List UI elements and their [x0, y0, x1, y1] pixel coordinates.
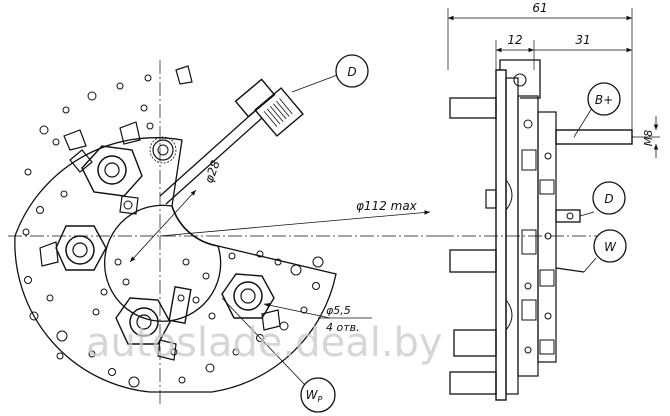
dim-offset-right: 31 [575, 33, 590, 47]
callout-d-front-label: D [347, 65, 356, 79]
dim-thread: M8 [642, 130, 655, 147]
front-view [8, 60, 440, 405]
diode-mount-1 [69, 121, 143, 215]
plate-holes [22, 74, 324, 388]
plate-outline [14, 137, 337, 393]
callout-w-side-label: W [604, 240, 617, 254]
callout-d-side [592, 181, 626, 215]
callout-d-front [335, 54, 369, 88]
diode-mount-3 [115, 286, 192, 361]
callout-b-plus [587, 82, 621, 116]
dim-offset-left: 12 [507, 33, 522, 47]
dim-hole-diameter: φ5,5 [326, 304, 351, 317]
diode-mount-2 [39, 225, 107, 271]
callout-wp-label: WP [306, 388, 323, 404]
dim-center-diameter: φ28 [202, 158, 223, 185]
callout-wp [300, 377, 336, 413]
center-cutout [171, 205, 219, 247]
dim-overall-width: 61 [532, 1, 547, 15]
callout-w-side [593, 229, 627, 263]
dim-hole-count: 4 отв. [326, 321, 360, 334]
callout-b-plus-label: B+ [595, 93, 613, 107]
dim-max-diameter: φ112 max [356, 199, 418, 213]
side-view [440, 8, 660, 401]
callout-d-side-label: D [604, 192, 613, 206]
watermark: autoslade.deal.by [86, 320, 443, 366]
